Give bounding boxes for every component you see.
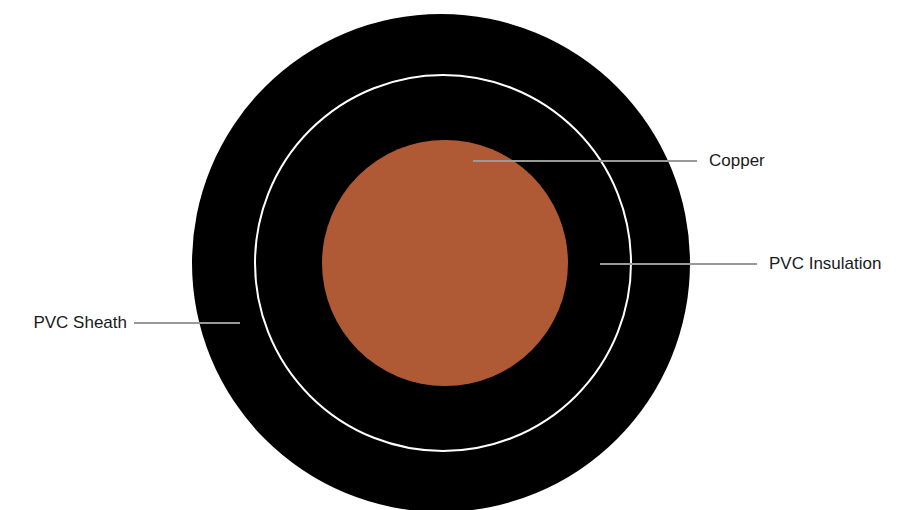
leader-line xyxy=(134,322,240,324)
sheath-boundary xyxy=(255,75,631,451)
copper-conductor xyxy=(322,140,568,386)
leader-line xyxy=(600,263,757,265)
part-label: PVC Sheath xyxy=(33,312,127,334)
leader-line xyxy=(473,160,697,162)
pvc-sheath xyxy=(192,14,690,510)
part-label: Copper xyxy=(709,150,765,172)
part-label: PVC Insulation xyxy=(769,253,881,275)
